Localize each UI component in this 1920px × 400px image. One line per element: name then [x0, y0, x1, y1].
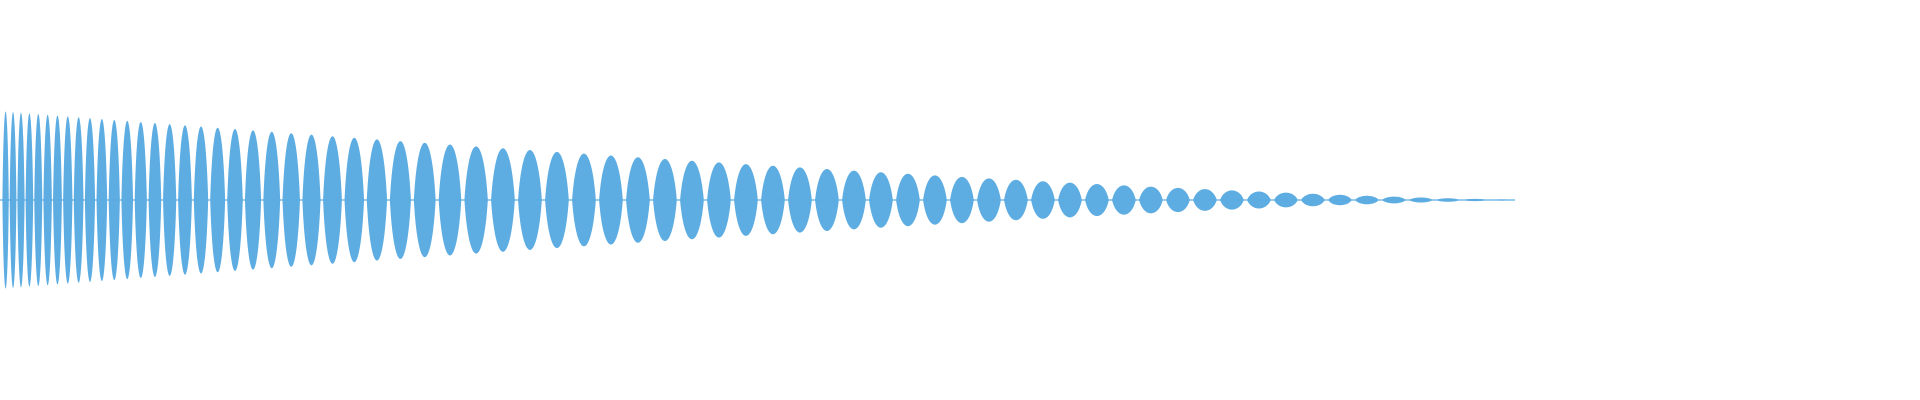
- waveform[interactable]: [0, 0, 1920, 400]
- waveform-panel[interactable]: [0, 0, 1920, 400]
